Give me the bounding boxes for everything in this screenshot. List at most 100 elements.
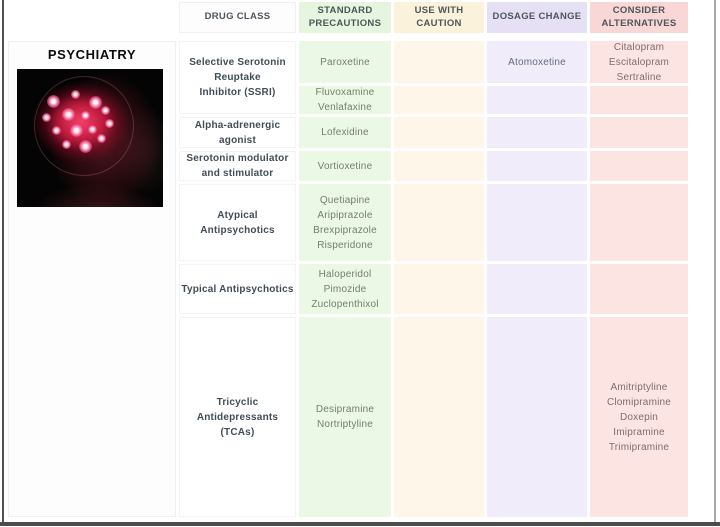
specialty-title: PSYCHIATRY [47,47,137,62]
dosage-cell [487,317,587,517]
glow-spot [79,140,92,153]
dosage-cell: Atomoxetine [487,41,587,83]
glow-spot [70,124,83,137]
text-line: Alpha-adrenergic [194,119,281,131]
text-line: Selective Serotonin [189,57,286,68]
text-line: (TCAs) [220,426,255,438]
text-line: Tricyclic [216,396,259,408]
text-line: Atypical [217,209,258,221]
text-line: Fluvoxamine [315,87,375,98]
caution-cell [394,41,484,83]
text-line: Serotonin modulator [186,153,289,164]
alternatives-cell [590,151,688,181]
drug-class-cell: Typical Antipsychotics [179,264,296,314]
text-line: PRECAUTIONS [308,17,382,29]
text-line: Venlafaxine [318,102,372,113]
text-line: and stimulator [201,168,274,179]
glow-spot [97,134,106,143]
text-line: Vortioxetine [317,160,373,172]
glow-spot [62,108,75,121]
caution-cell [394,317,484,517]
text-line: STANDARD [317,5,373,16]
text-line: DOSAGE CHANGE [492,11,582,23]
glow-spot [101,106,110,115]
text-line: Brexpiprazole [313,224,377,236]
column-header-drug-class: DRUG CLASS [179,2,296,33]
alternatives-cell [590,117,688,148]
text-line: ALTERNATIVES [601,17,677,29]
text-line: Reuptake [214,72,261,83]
text-line: Paroxetine [320,56,370,68]
glow-spot [62,140,71,149]
glow-spot [42,113,51,122]
text-line: Clomipramine [606,396,672,408]
glow-spot [52,126,61,135]
caution-cell [394,264,484,314]
precaution-cell: Lofexidine [299,117,391,148]
text-line: CONSIDER [612,5,666,16]
text-line: Trimipramine [608,441,670,453]
text-line: Desipramine [315,404,375,415]
specialty-cell: PSYCHIATRY [8,41,176,517]
caution-cell [394,151,484,181]
alternatives-cell [590,184,688,261]
text-line: Lofexidine [321,127,369,138]
text-line: Sertraline [616,71,662,83]
text-line: CAUTION [416,17,462,29]
text-line: Doxepin [619,411,659,423]
text-line: Citalopram [613,41,665,53]
frame-bottom-border [0,522,720,526]
dosage-cell [487,86,587,114]
text-line: Amitriptyline [610,381,668,393]
column-header-dosage-change: DOSAGE CHANGE [487,2,587,33]
glow-spot [89,96,102,109]
glow-spot [105,119,114,128]
frame-left-border [2,0,4,523]
dosage-cell [487,264,587,314]
text-line: Aripiprazole [317,209,373,221]
text-line: Antipsychotics [200,224,275,236]
brain-image [17,69,163,207]
glow-spot [88,125,97,134]
dosage-cell [487,151,587,181]
text-line: agonist [219,134,256,146]
caution-cell [394,86,484,114]
glow-spot [47,95,60,108]
text-line: Risperidone [317,239,373,251]
text-line: Escitalopram [608,56,670,68]
precaution-cell: Paroxetine [299,41,391,83]
text-line: Imipramine [613,426,665,438]
frame-right-border [714,0,716,522]
text-line: Atomoxetine [508,56,566,68]
drug-class-cell: Serotonin modulator and stimulator [179,151,296,181]
text-line: Quetiapine [319,194,371,206]
precaution-cell: Vortioxetine [299,151,391,181]
glow-spot [81,111,90,120]
text-line: USE WITH [414,5,464,16]
caution-cell [394,117,484,148]
dosage-cell [487,117,587,148]
text-line: Inhibitor (SSRI) [199,87,276,98]
text-line: Haloperidol [318,268,372,280]
drug-class-cell: Alpha-adrenergic agonist [179,117,296,148]
text-line: Typical Antipsychotics [181,283,294,295]
glow-spot [71,90,80,99]
alternatives-cell [590,86,688,114]
caution-cell [394,184,484,261]
text-line: Antidepressants [196,411,279,423]
text-line: DRUG CLASS [204,11,271,23]
